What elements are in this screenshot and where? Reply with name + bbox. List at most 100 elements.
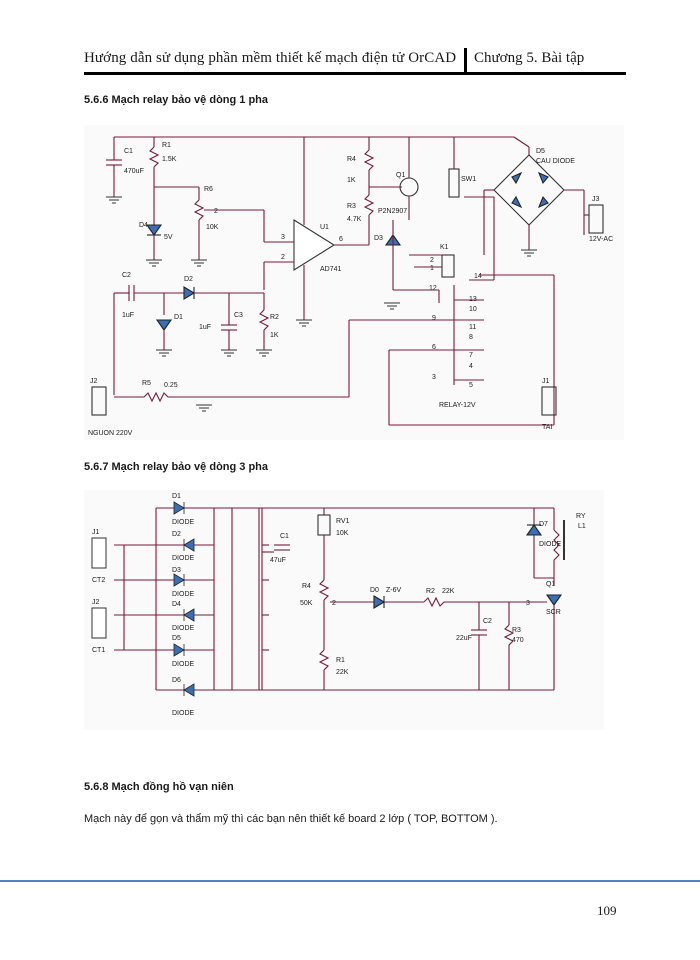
label-ry: RY: [576, 513, 586, 520]
label-j2: J2: [92, 599, 100, 606]
label-pin-3: 3: [432, 374, 436, 381]
label-c2: C2: [122, 272, 131, 279]
label-diode-1: DIODE: [172, 519, 195, 526]
label-k1: K1: [440, 244, 449, 251]
label-r6: R6: [204, 186, 213, 193]
label-pin-9: 9: [432, 315, 436, 322]
label-diode-2: DIODE: [172, 555, 195, 562]
label-d7-value: DIODE: [539, 541, 562, 548]
label-r2-value: 1K: [270, 332, 279, 339]
label-j1-value: TAI: [542, 424, 552, 431]
label-pin-14: 14: [474, 273, 482, 280]
label-pin-12: 12: [429, 285, 437, 292]
label-r2-value: 22K: [442, 588, 455, 595]
label-d7: D7: [539, 521, 548, 528]
schematic-relay-1-phase: C1 470uF R1 1.5K R6 10K 2 D4 5V 3 2 6 U1…: [84, 125, 624, 440]
label-d1: D1: [172, 493, 181, 500]
label-ct1: CT1: [92, 647, 105, 654]
label-d4: D4: [139, 222, 148, 229]
label-j3-value: 12V-AC: [589, 236, 613, 243]
label-j2: J2: [90, 378, 98, 385]
label-r4: R4: [302, 583, 311, 590]
label-c3-value: 1uF: [199, 324, 211, 331]
label-rv1: RV1: [336, 518, 350, 525]
label-r3-value: 470: [512, 637, 524, 644]
label-d4-value: 5V: [164, 234, 173, 241]
label-pin-4: 4: [469, 363, 473, 370]
label-u1-pin6: 6: [339, 236, 343, 243]
label-r3: R3: [512, 627, 521, 634]
label-j1: J1: [542, 378, 550, 385]
label-pin-1: 1: [430, 265, 434, 272]
header-document-title: Hướng dẫn sử dụng phần mềm thiết kế mạch…: [84, 50, 457, 66]
label-r2: R2: [426, 588, 435, 595]
label-c2: C2: [483, 618, 492, 625]
section-title-567: 5.6.7 Mạch relay bảo vệ dòng 3 pha: [84, 461, 269, 473]
label-pin-11: 11: [469, 324, 476, 331]
label-c1: C1: [280, 533, 289, 540]
page-number: 109: [597, 903, 617, 918]
label-r4-value: 50K: [300, 600, 313, 607]
label-r1-value: 22K: [336, 669, 349, 676]
label-c2-value: 1uF: [122, 312, 134, 319]
label-r6-pin: 2: [214, 208, 218, 215]
label-diode-3: DIODE: [172, 591, 195, 598]
label-q1: Q1: [396, 172, 405, 179]
label-u1-pin3: 3: [281, 234, 285, 241]
label-diode-4: DIODE: [172, 625, 195, 632]
label-u1: U1: [320, 224, 329, 231]
label-u1-pin2: 2: [281, 254, 285, 261]
label-r2: R2: [270, 314, 279, 321]
header-divider: [464, 48, 467, 72]
label-pin-6: 6: [432, 344, 436, 351]
label-d3: D3: [172, 567, 181, 574]
label-diode-6: DIODE: [172, 710, 195, 717]
label-pin-5: 5: [469, 382, 473, 389]
label-l1: L1: [578, 523, 586, 530]
label-r3: R3: [347, 203, 356, 210]
label-d5-value: CAU DIODE: [536, 158, 575, 165]
label-d2: D2: [172, 531, 181, 538]
label-j3: J3: [592, 196, 600, 203]
label-c1: C1: [124, 148, 133, 155]
paragraph: Mạch này để gọn và thẩm mỹ thì các bạn n…: [84, 813, 498, 825]
section-title-568: 5.6.8 Mạch đồng hồ vạn niên: [84, 781, 234, 793]
label-q1-value: SCR: [546, 609, 561, 616]
label-c2-value: 22uF: [456, 635, 472, 642]
label-u1-value: AD741: [320, 266, 342, 273]
schematic-relay-3-phase: D1 D2 D3 D4 D5 D6 DIODE DIODE DIODE DIOD…: [84, 490, 604, 730]
label-ct2: CT2: [92, 577, 105, 584]
label-d0-value: Z-6V: [386, 587, 402, 594]
label-d3: D3: [374, 235, 383, 242]
page-header: Hướng dẫn sử dụng phần mềm thiết kế mạch…: [84, 48, 626, 74]
header-rule: [84, 72, 626, 75]
label-r4-pin: 2: [332, 600, 336, 607]
label-d5: D5: [536, 148, 545, 155]
label-r5: R5: [142, 380, 151, 387]
label-r1: R1: [336, 657, 345, 664]
label-q1-pin: 3: [526, 600, 530, 607]
label-d1: D1: [174, 314, 183, 321]
label-r4-value: 1K: [347, 177, 356, 184]
label-d2: D2: [184, 276, 193, 283]
label-r3-value: 4.7K: [347, 216, 362, 223]
section-title-566: 5.6.6 Mạch relay bảo vệ dòng 1 pha: [84, 94, 269, 106]
label-sw1: SW1: [461, 176, 476, 183]
label-d4: D4: [172, 601, 181, 608]
label-d6: D6: [172, 677, 181, 684]
label-d5: D5: [172, 635, 181, 642]
label-pin-13: 13: [469, 296, 477, 303]
label-pin-8: 8: [469, 334, 473, 341]
label-relay: RELAY-12V: [439, 402, 476, 409]
label-pin-2: 2: [430, 257, 434, 264]
label-rv1-value: 10K: [336, 530, 349, 537]
header-chapter-title: Chương 5. Bài tập: [474, 50, 585, 66]
label-pin-10: 10: [469, 306, 477, 313]
label-j2-value: NGUON 220V: [88, 430, 133, 437]
label-c1-value: 47uF: [270, 557, 286, 564]
label-q1: Q1: [546, 581, 555, 588]
label-r1: R1: [162, 142, 171, 149]
label-r5-value: 0.25: [164, 382, 178, 389]
label-j1: J1: [92, 529, 100, 536]
label-c3: C3: [234, 312, 243, 319]
